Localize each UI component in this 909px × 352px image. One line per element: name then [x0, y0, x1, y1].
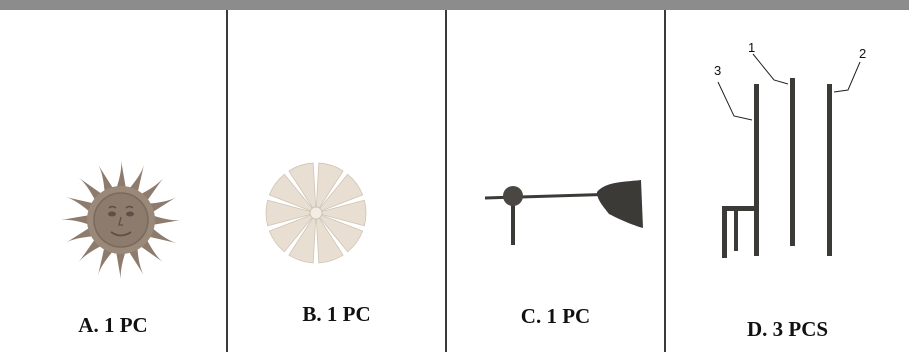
wind-vane-arrow-icon: [484, 180, 643, 245]
part-label: A. 1 PC: [78, 313, 148, 337]
part-label: B. 1 PC: [302, 302, 371, 326]
pinwheel-icon: [265, 162, 367, 264]
part-label: D. 3 PCS: [746, 317, 829, 341]
column-divider: [445, 10, 447, 352]
part-cell-a: A. 1 PC: [0, 10, 226, 352]
part-label: C. 1 PC: [520, 304, 591, 328]
column-divider: [664, 10, 666, 352]
part-cell-d: 3 1 2 D. 3 PCS: [666, 10, 909, 352]
callout-3: 3: [714, 63, 722, 78]
callout-2: 2: [859, 46, 867, 61]
callout-1: 1: [748, 40, 756, 55]
part-cell-c: C. 1 PC: [447, 10, 664, 352]
stakes-icon: [717, 53, 861, 258]
column-divider: [226, 10, 228, 352]
top-bar: [0, 0, 909, 10]
part-cell-b: B. 1 PC: [228, 10, 445, 352]
sun-face-icon: [61, 160, 181, 280]
